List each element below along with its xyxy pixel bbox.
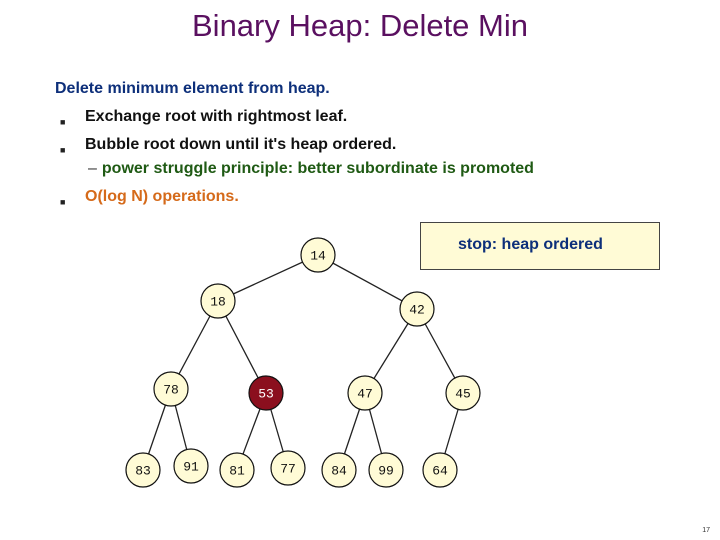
stop-note: stop: heap ordered	[420, 222, 660, 270]
heap-node-label: 14	[310, 249, 326, 264]
page-number: 17	[702, 527, 710, 534]
heap-node-circle	[173, 448, 209, 484]
heap-node-circle	[347, 375, 383, 411]
heap-node-42: 42	[399, 291, 435, 327]
heap-node-label: 47	[357, 387, 373, 402]
heap-node-47: 47	[347, 375, 383, 411]
heap-node-label: 83	[135, 464, 151, 479]
heap-node-label: 78	[163, 383, 179, 398]
heap-node-84: 84	[321, 452, 357, 488]
heap-node-label: 45	[455, 387, 471, 402]
heap-node-label: 91	[183, 460, 199, 475]
heap-node-circle	[153, 371, 189, 407]
heap-node-99: 99	[368, 452, 404, 488]
heap-node-circle	[368, 452, 404, 488]
heap-node-label: 18	[210, 295, 226, 310]
heap-node-45: 45	[445, 375, 481, 411]
heap-node-label: 81	[229, 464, 245, 479]
intro-text: Delete minimum element from heap.	[55, 80, 330, 97]
heap-node-83: 83	[125, 452, 161, 488]
heap-node-circle	[300, 237, 336, 273]
heap-node-circle	[270, 450, 306, 486]
heap-node-label: 53	[258, 387, 274, 402]
heap-node-label: 42	[409, 303, 425, 318]
sub-bullet-text: power struggle principle: better subordi…	[101, 160, 534, 177]
tree-edge	[217, 254, 319, 302]
heap-node-77: 77	[270, 450, 306, 486]
heap-node-81: 81	[219, 452, 255, 488]
heap-node-circle	[125, 452, 161, 488]
bullet-marker-2: ■	[60, 145, 66, 155]
heap-node-53: 53	[248, 375, 284, 411]
bullet-log-n: O(log N) operations.	[85, 188, 239, 205]
heap-node-label: 84	[331, 464, 347, 479]
heap-node-64: 64	[422, 452, 458, 488]
tree-nodes: 14 18 42 78 53 47 45 83 91 81 77 84 99 64	[125, 237, 481, 488]
heap-node-91: 91	[173, 448, 209, 484]
bullet-marker-3: ■	[60, 197, 66, 207]
tree-edge	[317, 254, 418, 310]
sub-bullet: –power struggle principle: better subord…	[88, 160, 534, 178]
bullet-exchange-root: Exchange root with rightmost leaf.	[85, 108, 348, 125]
slide-title: Binary Heap: Delete Min	[192, 8, 528, 43]
heap-node-circle	[321, 452, 357, 488]
heap-node-circle	[399, 291, 435, 327]
heap-node-circle	[248, 375, 284, 411]
heap-node-label: 64	[432, 464, 448, 479]
heap-node-78: 78	[153, 371, 189, 407]
tree-edges	[142, 254, 464, 471]
heap-node-18: 18	[200, 283, 236, 319]
heap-node-label: 99	[378, 464, 394, 479]
heap-node-label: 77	[280, 462, 296, 477]
bullet-marker-1: ■	[60, 117, 66, 127]
heap-node-circle	[422, 452, 458, 488]
heap-node-circle	[445, 375, 481, 411]
heap-node-circle	[219, 452, 255, 488]
sub-bullet-dash: –	[88, 160, 97, 177]
bullet-bubble-down: Bubble root down until it's heap ordered…	[85, 136, 397, 153]
heap-node-circle	[200, 283, 236, 319]
heap-node-14: 14	[300, 237, 336, 273]
